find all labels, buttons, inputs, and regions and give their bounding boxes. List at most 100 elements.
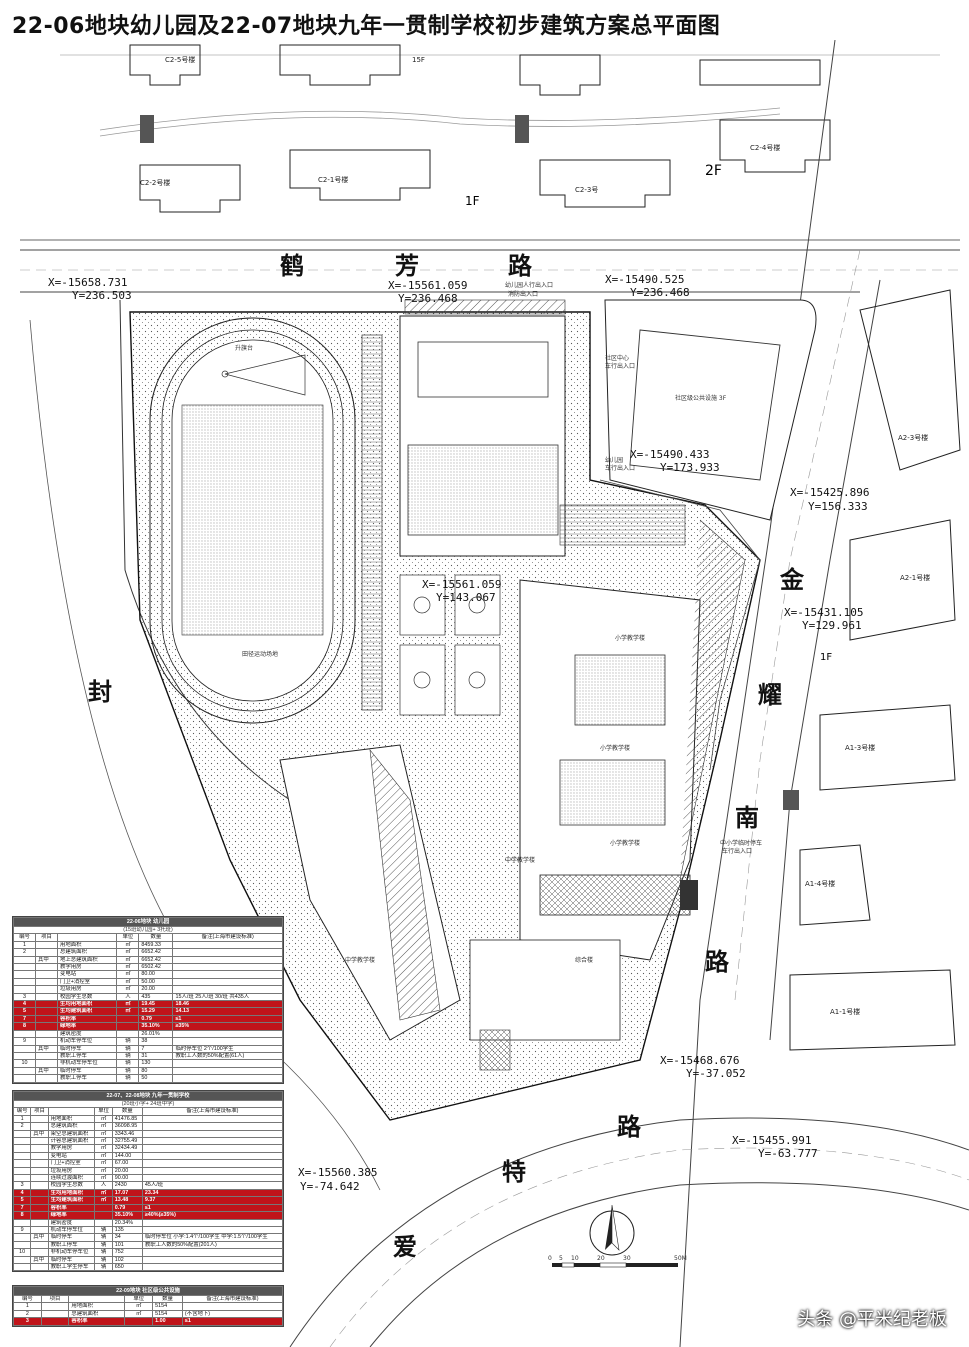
table-cell bbox=[12, 1240, 32, 1250]
table-cell bbox=[141, 1122, 284, 1131]
coord-5-y: Y=156.333 bbox=[808, 500, 868, 513]
table-cell bbox=[12, 1144, 32, 1153]
table-cell: 其中 bbox=[30, 1129, 49, 1139]
table-cell bbox=[141, 1255, 284, 1264]
table-cell bbox=[141, 1151, 284, 1161]
community-facility-label: 社区级公共设施 3F bbox=[675, 394, 727, 402]
table-cell bbox=[30, 1151, 49, 1161]
road-hefang-char2: 芳 bbox=[395, 252, 419, 280]
table-cell: ㎡ bbox=[116, 963, 140, 972]
table-cell bbox=[30, 1114, 49, 1124]
table-row: 建筑密度 20.34% bbox=[12, 1218, 284, 1227]
scale-tick-0: 0 bbox=[548, 1255, 552, 1262]
table-cell: 650 bbox=[111, 1262, 143, 1272]
table-cell: 4 bbox=[13, 1000, 36, 1009]
table-cell: ㎡ bbox=[116, 977, 140, 987]
table-cell bbox=[30, 1240, 49, 1250]
table-cell: 门卫+消控室 bbox=[56, 977, 118, 987]
community-facility: 社区级公共设施 3F bbox=[559, 299, 817, 881]
table-cell: ㎡ bbox=[116, 1000, 140, 1009]
coord-6-y: Y=143.067 bbox=[436, 591, 496, 604]
table-header-cell bbox=[68, 1294, 126, 1304]
table-cell: 辆 bbox=[116, 1037, 140, 1046]
table-cell: 17.07 bbox=[111, 1188, 143, 1198]
table-cell: 教学用房 bbox=[47, 1144, 96, 1153]
table-cell: 临时停车位 2个/100学生 bbox=[172, 1044, 283, 1053]
table-cell: 6652.42 bbox=[138, 948, 174, 957]
table-cell: 20.34% bbox=[111, 1218, 143, 1227]
table-cell bbox=[13, 955, 36, 965]
table-header-cell: 编号 bbox=[13, 933, 36, 942]
table-cell bbox=[30, 1248, 49, 1257]
table-cell: ㎡ bbox=[94, 1122, 113, 1131]
table-cell: 生均用地面积 bbox=[56, 1000, 118, 1009]
table-cell bbox=[141, 1166, 284, 1176]
building-a23-label: A2-3号楼 bbox=[898, 433, 928, 442]
table-cell: ㎡ bbox=[116, 985, 140, 994]
table-cell: ㎡ bbox=[116, 955, 140, 965]
table-cell bbox=[30, 1137, 49, 1146]
table-cell bbox=[141, 1129, 284, 1139]
table-cell bbox=[13, 985, 36, 994]
building-a14-label: A1-4号楼 bbox=[805, 879, 835, 888]
table-cell bbox=[116, 1022, 140, 1031]
table-cell: 地上总建筑面积 bbox=[56, 955, 118, 965]
table-cell: 垃圾用房 bbox=[56, 985, 118, 994]
table-cell bbox=[141, 1137, 284, 1146]
table-cell bbox=[13, 1066, 36, 1076]
table-cell: 计容总建筑面积 bbox=[47, 1137, 96, 1146]
table-cell: 用地面积 bbox=[47, 1114, 96, 1124]
table-cell: 3343.46 bbox=[111, 1129, 143, 1139]
building-c24-label: C2-4号楼 bbox=[750, 143, 780, 152]
table-cell: ㎡ bbox=[116, 940, 140, 950]
road-feng-char: 封 bbox=[88, 678, 112, 706]
kindergarten-data-table: 22-06地块 幼儿园 (15班幼儿园+ 3托班) 编号项目单位数量备注(上海市… bbox=[12, 916, 284, 1084]
table-cell: 校园学生总数 bbox=[47, 1181, 96, 1190]
table-cell bbox=[12, 1233, 32, 1242]
table-cell: 教职工学生停车 bbox=[47, 1262, 96, 1272]
table-cell: 辆 bbox=[94, 1240, 113, 1250]
table-cell: 建筑密度 bbox=[47, 1218, 96, 1227]
school-vehicle-entry-label: 车行出入口 bbox=[722, 847, 752, 855]
watermark: 头条 @平米纪老板 bbox=[797, 1309, 947, 1330]
table-cell bbox=[40, 1317, 70, 1326]
jinyao-south-road: 金 耀 南 路 bbox=[679, 40, 881, 1347]
table-cell bbox=[34, 1059, 58, 1068]
table-cell: 辆 bbox=[94, 1225, 113, 1235]
table-cell: 67.00 bbox=[111, 1159, 143, 1168]
table-cell: 7 bbox=[13, 1014, 36, 1024]
table-cell: 教职工人数的50%配置(61人) bbox=[172, 1051, 283, 1061]
school-site: 升旗台 田径运动场地 小学教学楼 小学教学楼 小学教学楼 bbox=[129, 299, 761, 1121]
table-cell: 人 bbox=[116, 992, 140, 1002]
table-cell: 校园学生总数 bbox=[56, 992, 118, 1002]
table-cell: 辆 bbox=[94, 1233, 113, 1242]
table-cell bbox=[141, 1174, 284, 1183]
table-cell: 50 bbox=[138, 1074, 174, 1083]
table-cell bbox=[12, 1262, 32, 1272]
table-cell: 45人/班 bbox=[141, 1181, 284, 1190]
table-cell: 7 bbox=[138, 1044, 174, 1053]
floor-15f-label: 15F bbox=[412, 56, 425, 64]
table-cell bbox=[34, 1007, 58, 1016]
table-cell: 15.29 bbox=[138, 1007, 174, 1016]
flag-platform-label: 升旗台 bbox=[235, 344, 253, 352]
fire-entry-label: 消防出入口 bbox=[508, 290, 538, 298]
table-header-cell: 项目 bbox=[40, 1294, 70, 1304]
table-header-cell: 编号 bbox=[13, 1294, 42, 1304]
table-cell bbox=[172, 1059, 283, 1068]
table-cell: 变电站 bbox=[47, 1151, 96, 1161]
